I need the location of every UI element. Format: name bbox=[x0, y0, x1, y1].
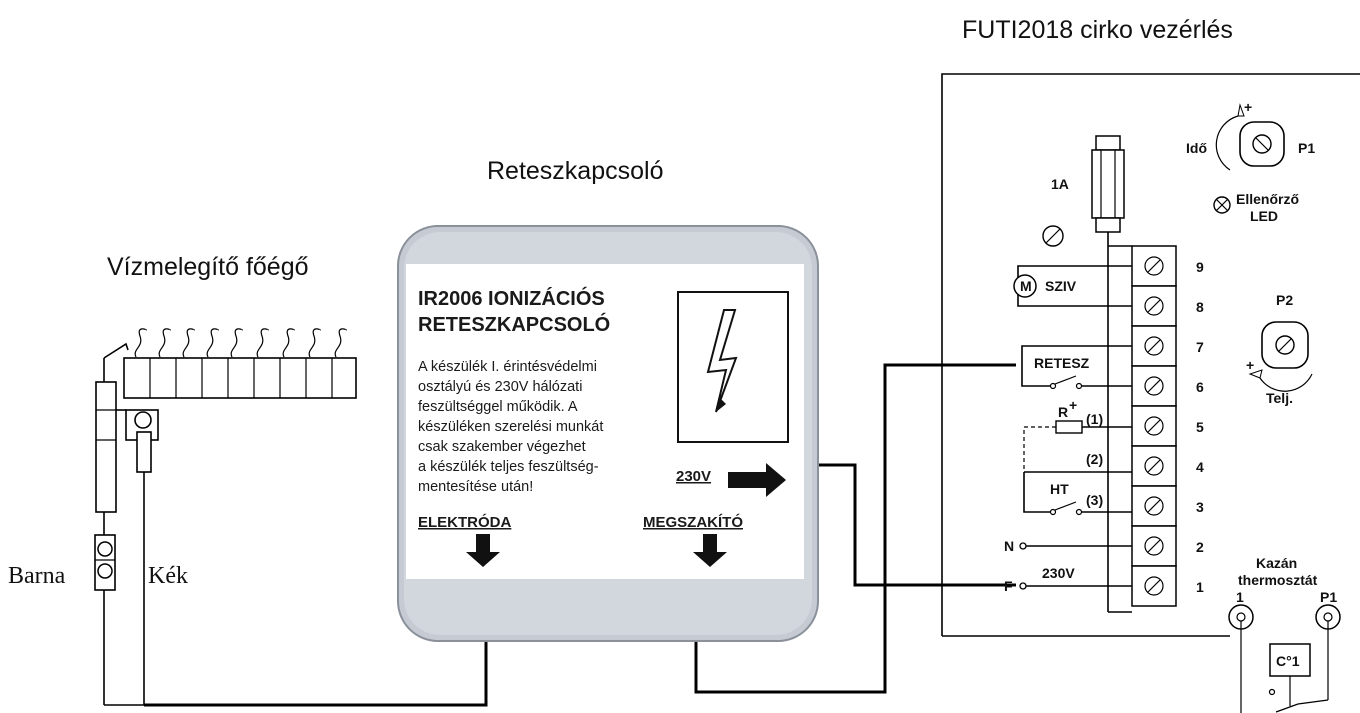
terminal-number-6: 6 bbox=[1196, 379, 1204, 395]
ht-index: (3) bbox=[1086, 492, 1103, 508]
terminal-screw-icons bbox=[1144, 256, 1164, 596]
terminal-number-7: 7 bbox=[1196, 339, 1204, 355]
led-label-2: LED bbox=[1250, 208, 1278, 224]
motor-symbol: M bbox=[1020, 278, 1032, 294]
term4-index: (2) bbox=[1086, 451, 1103, 467]
burner-title: Vízmelegítő főégő bbox=[107, 253, 309, 281]
terminal-number-3: 3 bbox=[1196, 499, 1204, 515]
controller-frame bbox=[941, 73, 1360, 636]
boiler-thermostat-label-2: thermosztát bbox=[1238, 572, 1318, 588]
pot-p1 bbox=[1215, 103, 1285, 171]
motor-icon bbox=[1013, 274, 1037, 298]
led-icon bbox=[1213, 196, 1231, 214]
led-label-1: Ellenőrző bbox=[1236, 191, 1299, 207]
terminal-number-5: 5 bbox=[1196, 419, 1204, 435]
retesz-circuit bbox=[1021, 345, 1132, 390]
phase-label: F bbox=[1004, 578, 1013, 594]
electrode-label: ELEKTRÓDA bbox=[418, 513, 512, 531]
wire-label-barna: Barna bbox=[8, 563, 66, 589]
terminal-number-1: 1 bbox=[1196, 579, 1204, 595]
interlock-body-line-7: mentesítése után! bbox=[418, 479, 533, 495]
terminal-number-8: 8 bbox=[1196, 299, 1204, 315]
fuse-label: 1A bbox=[1051, 176, 1069, 192]
interlock-body-line-2: osztályú és 230V hálózati bbox=[418, 379, 582, 395]
interlock-title: Reteszkapcsoló bbox=[487, 157, 663, 185]
wire-connector bbox=[94, 534, 116, 591]
pot-p2-label: P2 bbox=[1276, 292, 1293, 308]
resistor-icon bbox=[1055, 420, 1083, 434]
thermostat-label: C°1 bbox=[1276, 653, 1300, 669]
ionization-probe bbox=[136, 431, 152, 473]
terminal-block bbox=[1107, 245, 1177, 613]
boiler-thermostat-label-1: Kazán bbox=[1256, 555, 1297, 571]
resistor-label: R bbox=[1058, 404, 1068, 420]
ht-label: HT bbox=[1050, 481, 1069, 497]
burner-tube-row bbox=[123, 357, 357, 399]
interlock-body-line-3: feszültséggel működik. A bbox=[418, 399, 578, 415]
terminal-number-4: 4 bbox=[1196, 459, 1204, 475]
boiler-terminal-p1-label: P1 bbox=[1320, 589, 1337, 605]
controller-title: FUTI2018 cirko vezérlés bbox=[962, 16, 1233, 44]
r-index: (1) bbox=[1086, 411, 1103, 427]
arrow-right-icon bbox=[728, 463, 786, 497]
arrow-down-icon-breaker bbox=[693, 534, 727, 567]
lightning-icon bbox=[706, 309, 738, 413]
burner-tube-dividers bbox=[149, 358, 333, 398]
wire-230v-to-phase bbox=[810, 463, 1016, 587]
pot-p2-power-label: Telj. bbox=[1266, 390, 1293, 406]
flame-icons bbox=[134, 328, 347, 358]
voltage-label: 230V bbox=[676, 468, 711, 485]
pump-label: SZIV bbox=[1045, 278, 1077, 294]
interlock-heading-1: IR2006 IONIZÁCIÓS bbox=[418, 286, 605, 310]
controller-board: 1A + Idő P1 Ellenőrző LED bbox=[941, 73, 1360, 713]
interlock-body-line-6: a készülék teljes feszültség- bbox=[418, 459, 599, 475]
interlock-device: IR2006 IONIZÁCIÓS RETESZKAPCSOLÓ A készü… bbox=[397, 225, 819, 642]
terminal-number-2: 2 bbox=[1196, 539, 1204, 555]
mains-input bbox=[1019, 542, 1132, 590]
interlock-body-line-1: A készülék I. érintésvédelmi bbox=[418, 359, 597, 375]
main-wires bbox=[144, 363, 1016, 707]
interlock-heading-2: RETESZKAPCSOLÓ bbox=[418, 312, 610, 336]
wire-electrode bbox=[144, 640, 488, 707]
pot-p1-plus: + bbox=[1244, 99, 1252, 115]
boiler-terminals bbox=[1228, 604, 1341, 713]
external-thermostat bbox=[1268, 643, 1329, 713]
pot-p2-plus: + bbox=[1246, 357, 1254, 373]
resistor-circuit bbox=[1023, 420, 1132, 516]
pump-circuit bbox=[1013, 265, 1132, 307]
burner-assembly: Barna Kék bbox=[8, 328, 357, 706]
interlock-body-line-4: készüléken szerelési munkát bbox=[418, 419, 603, 435]
retesz-label: RETESZ bbox=[1034, 355, 1090, 371]
wire-breaker-to-retesz bbox=[694, 363, 1016, 694]
thermostat-box bbox=[1269, 643, 1311, 677]
pot-p1-label: P1 bbox=[1298, 140, 1315, 156]
pot-p2 bbox=[1248, 321, 1313, 392]
breaker-label: MEGSZAKÍTÓ bbox=[643, 513, 743, 531]
fuse bbox=[1091, 135, 1125, 246]
resistor-sup: + bbox=[1069, 397, 1077, 413]
terminal-number-9: 9 bbox=[1196, 259, 1204, 275]
boiler-terminal-1-label: 1 bbox=[1236, 589, 1244, 605]
neutral-label: N bbox=[1004, 538, 1014, 554]
interlock-body-line-5: csak szakember végezhet bbox=[418, 439, 586, 455]
mains-voltage-label: 230V bbox=[1042, 565, 1075, 581]
electrode-body bbox=[95, 381, 117, 513]
pot-p1-time-label: Idő bbox=[1186, 140, 1207, 156]
wire-label-kek: Kék bbox=[148, 563, 188, 589]
electrode-tip bbox=[103, 342, 129, 359]
arrow-down-icon-electrode bbox=[466, 534, 500, 567]
